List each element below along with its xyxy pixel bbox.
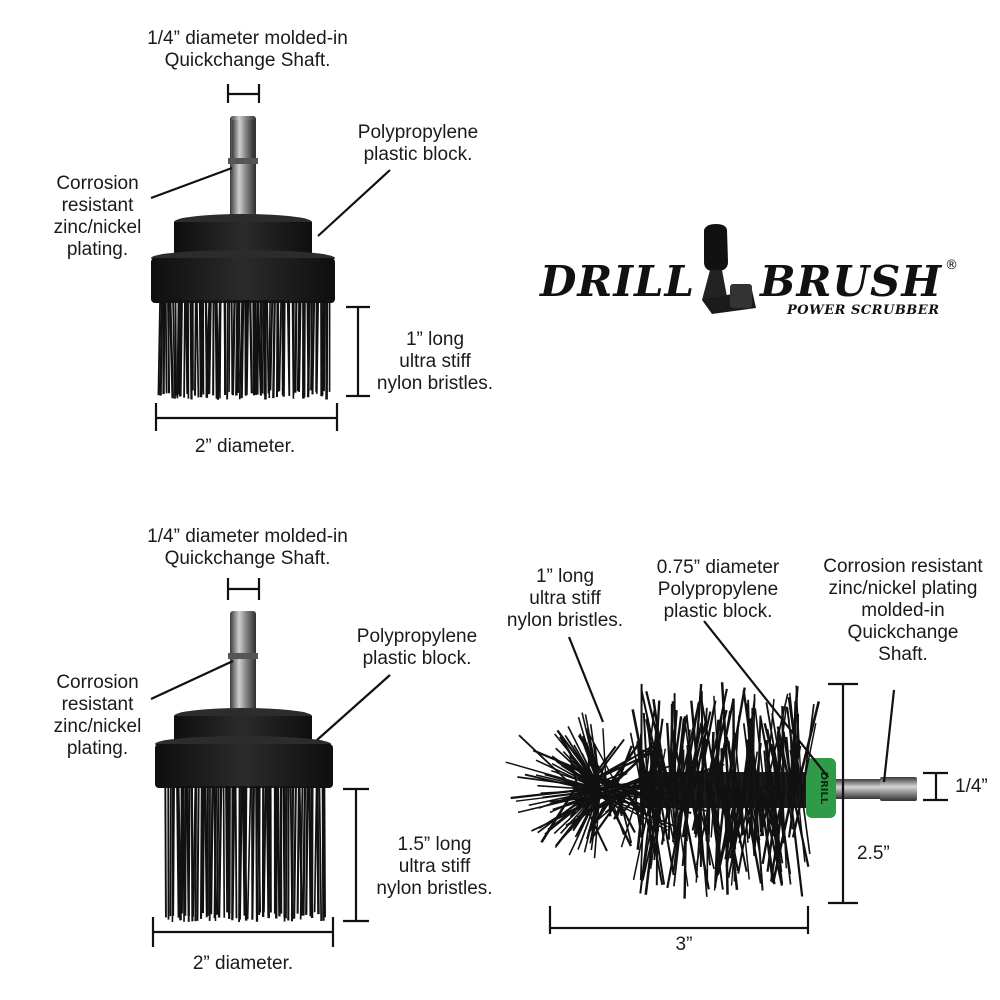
top-shaft-label: 1/4” diameter molded-in Quickchange Shaf… [147, 28, 348, 71]
green-collar [806, 758, 836, 818]
side-block-label: 0.75” diameter Polypropylene plastic blo… [656, 557, 780, 622]
side-brush-image: DRILL [505, 620, 948, 934]
bottom-brush-image [150, 578, 391, 947]
bottom-shaft-label: 1/4” diameter molded-in Quickchange Shaf… [147, 526, 348, 569]
brand-tagline: POWER SCRUBBER [787, 303, 940, 318]
brand-word-left: DRILL [540, 257, 696, 306]
top-plating-label: Corrosion resistant zinc/nickel plating. [53, 173, 142, 260]
bottom-bristle-label: 1.5” long ultra stiff nylon bristles. [376, 834, 493, 899]
bottom-block-label: Polypropylene plastic block. [356, 626, 478, 669]
side-length-dimension: 3” [675, 934, 693, 955]
side-bristle-label: 1” long ultra stiff nylon bristles. [506, 566, 624, 631]
top-diameter-label: 2” diameter. [194, 436, 296, 457]
bottom-diameter-label: 2” diameter. [192, 953, 294, 974]
top-bristle-label: 1” long ultra stiff nylon bristles. [376, 329, 494, 394]
collar-text: DRILL [818, 772, 829, 805]
registered-mark: ® [945, 258, 958, 273]
brand-word-right: BRUSH [760, 257, 943, 306]
top-brush-image [150, 84, 391, 431]
bottom-plating-label: Corrosion resistant zinc/nickel plating. [53, 672, 142, 759]
drill-icon [702, 224, 756, 314]
side-height-dimension: 2.5” [857, 843, 890, 864]
top-block-label: Polypropylene plastic block. [357, 122, 479, 165]
side-plating-label: Corrosion resistant zinc/nickel plating … [823, 556, 983, 665]
side-shaft-dimension: 1/4” [955, 776, 988, 797]
